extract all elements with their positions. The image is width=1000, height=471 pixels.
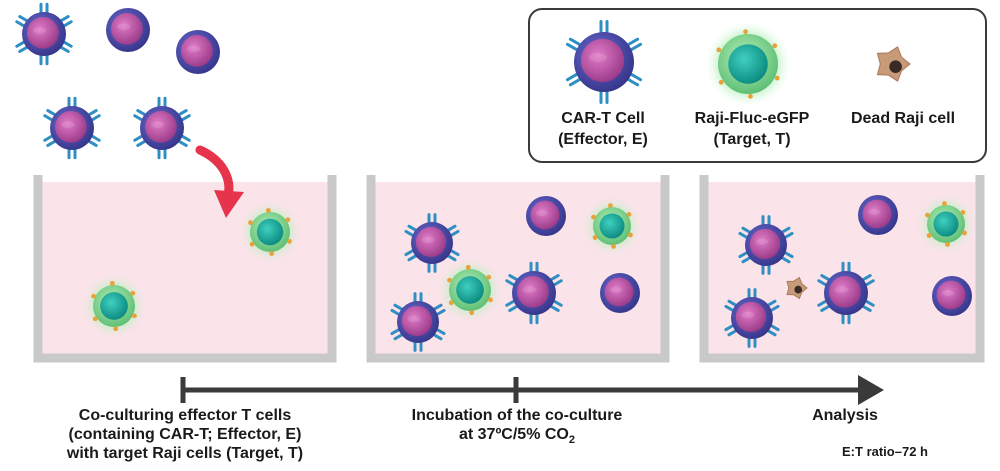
legend-box — [528, 8, 987, 163]
cart-cell — [15, 2, 73, 66]
cart-cell — [724, 288, 780, 348]
legend-cart-line2: (Effector, E) — [558, 131, 648, 148]
cart-cell — [176, 30, 220, 74]
step2-label: Incubation of the co-culture at 37ºC/5% … — [405, 406, 629, 450]
cart-cell — [43, 96, 101, 160]
step3-line1: Analysis — [812, 407, 878, 424]
red-arrow — [195, 145, 244, 218]
cart-cell — [404, 213, 460, 273]
step1-label: Co-culturing effector T cells (containin… — [50, 406, 320, 463]
legend-raji-icon — [714, 29, 782, 99]
well-1 — [33, 175, 337, 363]
cart-cell — [526, 196, 566, 236]
cart-cell — [390, 292, 446, 352]
legend-raji-line2: (Target, T) — [713, 131, 791, 148]
step3-label: Analysis — [770, 406, 920, 425]
legend-cart-icon — [565, 20, 643, 104]
dead-raji-cell — [786, 276, 808, 300]
cart-cell — [738, 215, 794, 275]
cart-cell — [600, 273, 640, 313]
legend-dead-icon — [876, 46, 911, 82]
raji-cell — [446, 264, 494, 316]
cart-cell — [817, 261, 875, 325]
legend-dead-label: Dead Raji cell — [828, 108, 978, 129]
cart-cell — [932, 276, 972, 316]
step2-co2-subscript: 2 — [568, 434, 575, 447]
step1-line1: Co-culturing effector T cells — [78, 407, 292, 424]
step1-line3: with target Raji cells (Target, T) — [66, 445, 304, 462]
raji-cell — [247, 208, 293, 256]
timeline-arrowhead — [858, 375, 884, 405]
raji-cell — [90, 280, 138, 332]
step2-line2: at 37ºC/5% CO2 — [405, 425, 629, 450]
step3-note: E:T ratio–72 h — [842, 444, 928, 459]
raji-cell — [590, 203, 634, 249]
step2-line2-text: at 37ºC/5% CO — [458, 426, 569, 443]
legend-dead-line1: Dead Raji cell — [850, 110, 956, 127]
raji-cell — [924, 201, 968, 247]
legend-cart-line1: CAR-T Cell — [561, 110, 645, 127]
step1-line2: (containing CAR-T; Effector, E) — [68, 426, 302, 443]
cart-cell — [505, 261, 563, 325]
legend-cart-label: CAR-T Cell (Effector, E) — [528, 108, 678, 150]
legend-raji-line1: Raji-Fluc-eGFP — [694, 110, 810, 127]
legend-raji-label: Raji-Fluc-eGFP (Target, T) — [672, 108, 832, 150]
step2-line1: Incubation of the co-culture — [411, 407, 623, 424]
cart-cell — [106, 8, 150, 52]
cart-cell — [133, 96, 191, 160]
cart-cell — [858, 195, 898, 235]
cells-layer — [15, 2, 972, 352]
timeline — [180, 375, 884, 405]
